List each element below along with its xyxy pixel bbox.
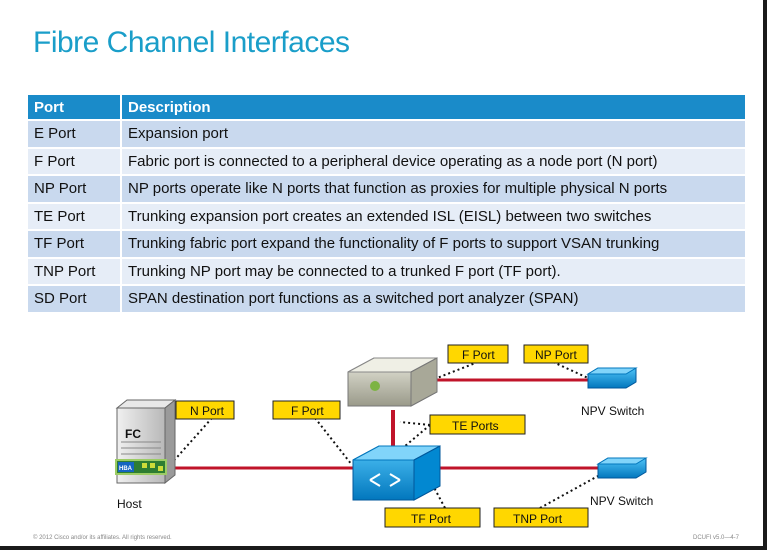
footer-course-code: DCUFI v5.0—4-7 [693,535,740,541]
slide-title: Fibre Channel Interfaces [33,26,350,59]
topology-diagram: FC HBA Host NPV Switch [115,344,653,528]
description-cell: SPAN destination port functions as a swi… [121,284,745,312]
footer-copyright: © 2012 Cisco and/or its affiliates. All … [33,535,172,541]
table-row: TE Port Trunking expansion port creates … [28,201,745,230]
callout-f-port-left: F Port [272,400,341,420]
description-cell: Trunking expansion port creates an exten… [121,201,745,230]
header-description: Description [121,95,745,120]
svg-text:TNP Port: TNP Port [513,512,563,526]
npv-switch-bottom [596,457,648,479]
description-cell: NP ports operate like N ports that funct… [121,174,745,203]
port-cell: TNP Port [28,256,122,285]
svg-text:TF Port: TF Port [411,512,452,526]
callout-leaders [169,361,599,509]
svg-text:F Port: F Port [291,404,324,418]
svg-text:N Port: N Port [190,404,225,418]
port-cell: NP Port [28,174,122,203]
fabric-links [165,378,598,470]
ports-table: Port Description E Port Expansion port F… [28,95,745,312]
table-row: TF Port Trunking fabric port expand the … [28,229,745,258]
core-switch [352,445,441,501]
port-cell: SD Port [28,284,122,312]
table-row: SD Port SPAN destination port functions … [28,284,745,312]
npv-switch-bottom-label: NPV Switch [590,494,653,508]
description-cell: Trunking NP port may be connected to a t… [121,256,745,285]
port-cell: TF Port [28,229,122,258]
edge-switch [347,357,438,407]
host-server: FC HBA [115,398,177,485]
description-cell: Fabric port is connected to a peripheral… [121,146,745,175]
svg-text:NP Port: NP Port [535,348,577,362]
callout-tnp-port: TNP Port [493,507,589,528]
port-cell: F Port [28,146,122,175]
table-row: E Port Expansion port [28,119,745,148]
table-header-row: Port Description [28,95,745,120]
npv-switch-top-label: NPV Switch [581,404,644,418]
host-fc-label: FC [125,427,141,441]
callout-np-port: NP Port [523,344,589,364]
callout-tf-port: TF Port [384,507,481,528]
svg-text:F Port: F Port [462,348,495,362]
description-cell: Trunking fabric port expand the function… [121,229,745,258]
callout-n-port: N Port [175,400,235,420]
table-row: F Port Fabric port is connected to a per… [28,146,745,175]
npv-switch-top [586,367,638,389]
port-cell: TE Port [28,201,122,230]
callout-te-ports: TE Ports [429,414,526,435]
svg-text:TE Ports: TE Ports [452,419,499,433]
description-cell: Expansion port [121,119,745,148]
table-row: NP Port NP ports operate like N ports th… [28,174,745,203]
port-cell: E Port [28,119,122,148]
header-port: Port [28,95,122,120]
hba-label: HBA [119,466,133,472]
table-row: TNP Port Trunking NP port may be connect… [28,256,745,285]
host-label: Host [117,497,142,511]
callout-f-port-top: F Port [447,344,509,364]
